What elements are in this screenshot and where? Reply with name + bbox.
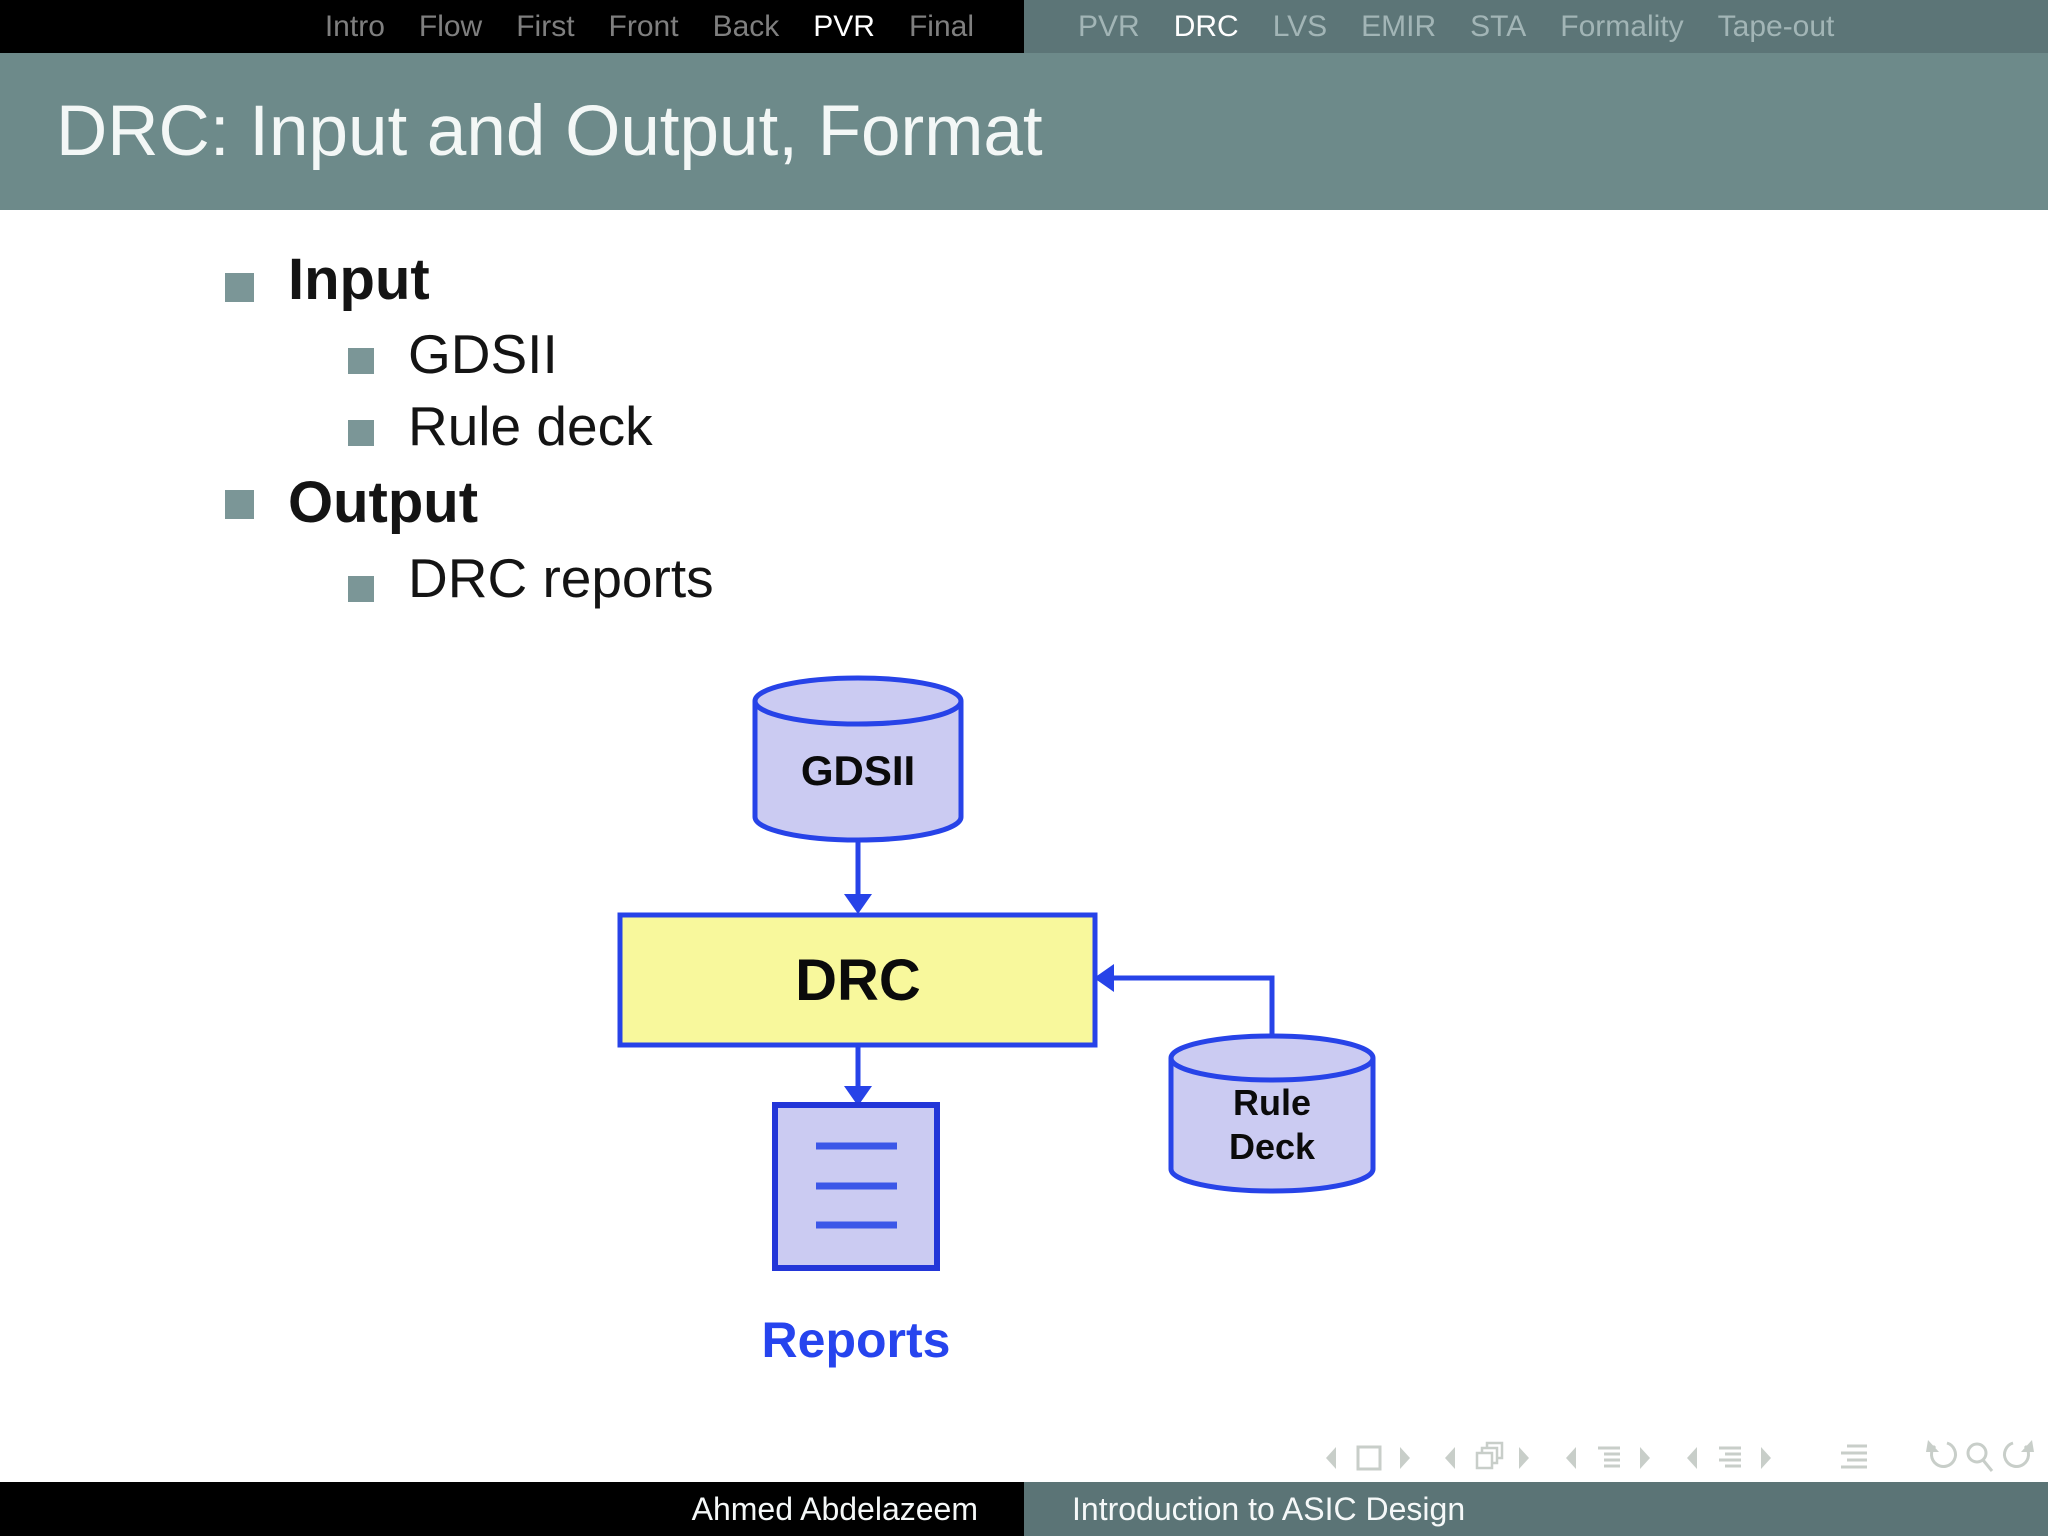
footer-course-box: Introduction to ASIC Design: [1024, 1482, 2048, 1536]
next-frame-icon[interactable]: [1519, 1447, 1529, 1469]
footer-bar: Ahmed Abdelazeem Introduction to ASIC De…: [0, 1482, 2048, 1536]
prev-subsection-icon[interactable]: [1566, 1447, 1576, 1469]
page-title: DRC: Input and Output, Format: [56, 92, 1043, 171]
bullet-square: [348, 576, 374, 602]
arrow-ruledeck-to-drc: [1094, 964, 1275, 1038]
nav-item-back[interactable]: Back: [712, 9, 780, 43]
footer-author: Ahmed Abdelazeem: [691, 1490, 978, 1527]
nav-item-lvs[interactable]: LVS: [1272, 9, 1328, 43]
rule-deck-cylinder: Rule Deck: [1168, 1033, 1376, 1194]
nav-item-drc[interactable]: DRC: [1173, 9, 1239, 43]
undo-icon[interactable]: [1926, 1440, 1957, 1468]
top-navigation-bar: Intro Flow First Front Back PVR Final PV…: [0, 0, 2048, 53]
reports-label: Reports: [762, 1312, 951, 1368]
nav-item-flow[interactable]: Flow: [418, 9, 483, 43]
prev-slide-icon[interactable]: [1326, 1447, 1336, 1469]
list-item-rule-deck: Rule deck: [408, 395, 653, 457]
prev-section-icon[interactable]: [1687, 1447, 1697, 1469]
nav-item-formality[interactable]: Formality: [1560, 9, 1684, 43]
next-slide-icon[interactable]: [1400, 1447, 1410, 1469]
nav-item-emir[interactable]: EMIR: [1361, 9, 1437, 43]
arrow-gdsii-to-drc: [844, 842, 872, 914]
footer-course-title: Introduction to ASIC Design: [1072, 1490, 1466, 1527]
subsection-list-icon[interactable]: [1598, 1446, 1620, 1468]
section-list-icon[interactable]: [1719, 1446, 1741, 1468]
nav-item-sta[interactable]: STA: [1470, 9, 1527, 43]
nav-item-front[interactable]: Front: [608, 9, 679, 43]
reports-document-icon: [772, 1102, 940, 1271]
list-item-input: Input: [288, 247, 430, 312]
drc-box: DRC: [617, 912, 1098, 1048]
nav-item-tapeout[interactable]: Tape-out: [1717, 9, 1835, 43]
nav-subsections-right: PVR DRC LVS EMIR STA Formality Tape-out: [1024, 0, 2048, 53]
prev-frame-icon[interactable]: [1445, 1447, 1455, 1469]
gdsii-cylinder: GDSII: [752, 675, 964, 843]
next-section-icon[interactable]: [1761, 1447, 1771, 1469]
nav-item-pvr2[interactable]: PVR: [1078, 9, 1140, 43]
nav-item-intro[interactable]: Intro: [324, 9, 385, 43]
toc-icon[interactable]: [1841, 1444, 1867, 1469]
list-item-drc-reports: DRC reports: [408, 547, 714, 609]
next-subsection-icon[interactable]: [1640, 1447, 1650, 1469]
gdsii-cylinder-label: GDSII: [801, 747, 915, 794]
nav-item-pvr[interactable]: PVR: [813, 9, 875, 43]
list-item-gdsii: GDSII: [408, 323, 558, 385]
nav-item-final[interactable]: Final: [908, 9, 974, 43]
arrow-drc-to-reports: [844, 1047, 872, 1106]
nav-sections-left: Intro Flow First Front Back PVR Final: [0, 0, 1024, 53]
footer-author-box: Ahmed Abdelazeem: [0, 1482, 1024, 1536]
list-item-output: Output: [288, 470, 479, 535]
title-bar: DRC: Input and Output, Format: [0, 53, 2048, 210]
bullet-square: [225, 490, 254, 519]
bullet-square: [348, 348, 374, 374]
rule-deck-label-line1: Rule: [1233, 1082, 1311, 1123]
bullet-square: [348, 420, 374, 446]
slide-icon[interactable]: [1356, 1445, 1382, 1471]
rule-deck-label-line2: Deck: [1229, 1126, 1316, 1167]
beamer-navigation-symbols: [1326, 1440, 2034, 1472]
nav-item-first[interactable]: First: [516, 9, 575, 43]
drc-box-label: DRC: [795, 948, 921, 1013]
drc-flow-diagram: GDSII DRC Rule Deck Reports: [617, 675, 1376, 1368]
bullet-square: [225, 273, 254, 302]
frames-icon[interactable]: [1475, 1441, 1504, 1470]
search-icon[interactable]: [1966, 1442, 1994, 1472]
redo-icon[interactable]: [2003, 1440, 2034, 1468]
